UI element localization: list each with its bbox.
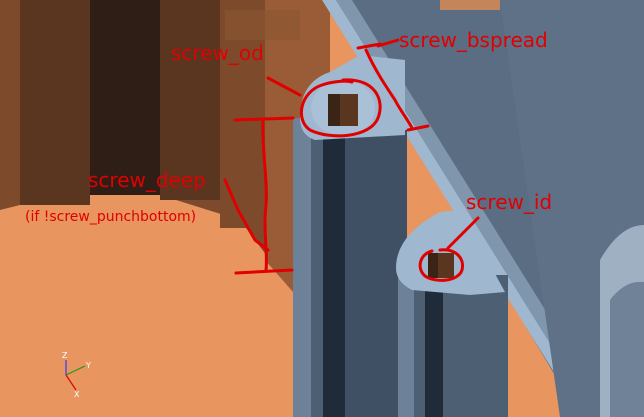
lower-screw-boss (396, 210, 508, 417)
screw-deep-tick-top (233, 116, 295, 122)
annotation-strokes (223, 38, 480, 282)
screw-id-leader (446, 216, 480, 250)
label-screw-od: screw_od (171, 41, 264, 65)
screw-bspread-tick-bottom (406, 124, 430, 132)
upper-screw-boss (293, 55, 407, 417)
cylinder-feature (600, 225, 644, 417)
screw-deep-leader (223, 178, 270, 252)
screw-bspread-leader (376, 38, 400, 48)
label-screw-deep-note: (if !screw_punchbottom) (25, 209, 196, 225)
screw-bspread-tick-top (356, 42, 382, 50)
x-axis-line (65, 374, 77, 391)
axis-z-label: Z (62, 351, 68, 360)
screw-deep-line (261, 120, 268, 272)
y-axis-line (65, 365, 86, 376)
axis-y-label: Y (85, 361, 91, 370)
screw-od-circle (300, 78, 382, 138)
screw-od-leader (266, 76, 302, 97)
screw-bspread-line (364, 48, 414, 130)
screw-id-circle (418, 248, 465, 282)
label-screw-bspread: screw_bspread (399, 28, 548, 52)
axis-x-label: X (74, 390, 80, 399)
axis-triad: Z Y X (62, 351, 91, 399)
label-screw-deep: screw_deep (88, 168, 206, 192)
label-screw-id: screw_id (466, 190, 552, 214)
screw-deep-tick-bottom (234, 268, 294, 275)
